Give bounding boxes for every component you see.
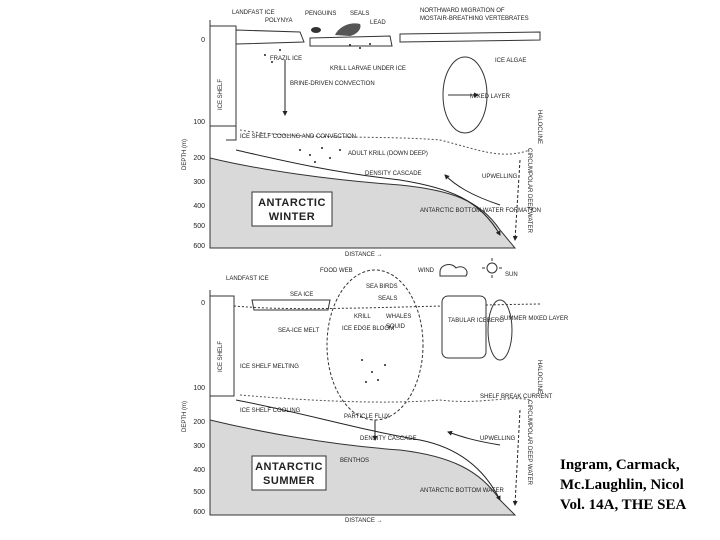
summer-density-cascade: DENSITY CASCADE [360, 436, 417, 442]
cloud-icon [439, 264, 468, 277]
winter-ice-shelf-cooling: ICE SHELF COOLING AND CONVECTION [240, 134, 356, 140]
summer-halocline: HALOCLINE [536, 360, 542, 394]
winter-halocline: HALOCLINE [536, 110, 542, 144]
summer-title-line2: SUMMER [263, 475, 315, 487]
summer-wind: WIND [418, 268, 435, 274]
summer-benthos: BENTHOS [340, 458, 369, 464]
summer-depth-axis-label: DEPTH (m) [182, 401, 188, 432]
summer-panel: 0 100 200 300 400 500 600 DEPTH (m) DIST… [182, 258, 569, 524]
winter-penguins: PENGUINS [305, 11, 336, 17]
winter-panel: 0 100 200 300 400 500 600 DEPTH (m) DIST… [182, 8, 542, 258]
winter-northward-1: NORTHWARD MIGRATION OF [420, 8, 505, 14]
winter-krill-larvae: KRILL LARVAE UNDER ICE [330, 66, 406, 72]
caption-line-3: Vol. 14A, THE SEA [560, 497, 687, 513]
seal-icon [335, 23, 361, 36]
summer-title-line1: ANTARCTIC [255, 461, 323, 473]
caption-line-1: Ingram, Carmack, [560, 457, 680, 473]
winter-frazil-ice: FRAZIL ICE [270, 56, 302, 62]
winter-title-line2: WINTER [269, 211, 315, 223]
summer-sea-ice-label: SEA ICE [290, 292, 313, 298]
winter-sea-ice [235, 29, 541, 47]
winter-abw: ANTARCTIC BOTTOM WATER FORMATION [420, 208, 541, 214]
summer-tick-600: 600 [193, 509, 205, 516]
winter-tick-300: 300 [193, 179, 205, 186]
winter-lead: LEAD [370, 20, 386, 26]
summer-landfast-ice: LANDFAST ICE [226, 276, 269, 282]
winter-landfast-ice: LANDFAST ICE [232, 10, 275, 16]
summer-tabular-iceberg: TABULAR ICEBERG [448, 318, 504, 324]
winter-circumpolar: CIRCUMPOLAR DEEP WATER [526, 148, 532, 234]
food-web-circle [326, 269, 424, 421]
summer-ice-shelf [209, 295, 235, 397]
summer-upwelling: UPWELLING [480, 436, 516, 442]
summer-sea-ice [251, 299, 331, 311]
winter-ice-shelf [209, 25, 237, 127]
winter-tick-100: 100 [193, 119, 205, 126]
summer-ice-edge-bloom: ICE EDGE BLOOM [342, 326, 394, 332]
winter-mixed-layer [442, 56, 488, 134]
summer-ice-shelf-melting: ICE SHELF MELTING [240, 364, 299, 370]
summer-whales: WHALES [386, 314, 411, 320]
penguin-icon [311, 27, 321, 33]
winter-mixed-layer-label: MIXED LAYER [470, 94, 511, 100]
winter-ice-shelf-label: ICE SHELF [218, 79, 224, 110]
sun-icon [486, 262, 498, 274]
summer-sun: SUN [505, 272, 518, 278]
summer-squid: SQUID [386, 324, 406, 330]
summer-mixed-layer-label: SUMMER MIXED LAYER [500, 316, 569, 322]
summer-distance-label: DISTANCE → [345, 518, 383, 524]
winter-ice-algae: ICE ALGAE [495, 58, 526, 64]
winter-density-cascade: DENSITY CASCADE [365, 171, 422, 177]
summer-tick-300: 300 [193, 443, 205, 450]
summer-food-web: FOOD WEB [320, 268, 353, 274]
summer-krill: KRILL [354, 314, 371, 320]
summer-shelf-break-current: SHELF BREAK CURRENT [480, 394, 553, 400]
winter-polynya: POLYNYA [265, 18, 292, 24]
summer-mixed-layer [487, 299, 513, 361]
winter-title-line1: ANTARCTIC [258, 197, 326, 209]
winter-tick-500: 500 [193, 223, 205, 230]
summer-tick-200: 200 [193, 419, 205, 426]
summer-tick-500: 500 [193, 489, 205, 496]
winter-tick-400: 400 [193, 203, 205, 210]
winter-tick-0: 0 [201, 37, 205, 44]
summer-sea-ice-melt: SEA-ICE MELT [278, 328, 320, 334]
tabular-iceberg [441, 295, 487, 359]
summer-ice-shelf-cooling: ICE SHELF COOLING [240, 408, 301, 414]
winter-northward-2: MOSTAIR-BREATHING VERTEBRATES [420, 16, 529, 22]
winter-brine-driven: BRINE-DRIVEN CONVECTION [290, 81, 375, 87]
winter-tick-600: 600 [193, 243, 205, 250]
summer-sea-birds: SEA BIRDS [366, 284, 398, 290]
summer-abw: ANTARCTIC BOTTOM WATER [420, 488, 504, 494]
winter-distance-label: DISTANCE → [345, 252, 383, 258]
winter-tick-200: 200 [193, 155, 205, 162]
summer-tick-0: 0 [201, 300, 205, 307]
summer-seafloor [209, 419, 517, 516]
citation-caption: Ingram, Carmack, Mc.Laughlin, Nicol Vol.… [560, 455, 720, 515]
summer-ice-shelf-label: ICE SHELF [218, 341, 224, 372]
winter-seals: SEALS [350, 11, 369, 17]
summer-tick-100: 100 [193, 385, 205, 392]
summer-particle-flux: PARTICLE FLUX [344, 414, 390, 420]
winter-adult-krill: ADULT KRILL (DOWN DEEP) [348, 151, 428, 157]
summer-seals: SEALS [378, 296, 397, 302]
winter-depth-axis-label: DEPTH (m) [182, 139, 188, 170]
winter-upwelling: UPWELLING [482, 174, 518, 180]
caption-line-2: Mc.Laughlin, Nicol [560, 477, 684, 493]
summer-tick-400: 400 [193, 467, 205, 474]
summer-circumpolar: CIRCUMPOLAR DEEP WATER [526, 400, 532, 486]
